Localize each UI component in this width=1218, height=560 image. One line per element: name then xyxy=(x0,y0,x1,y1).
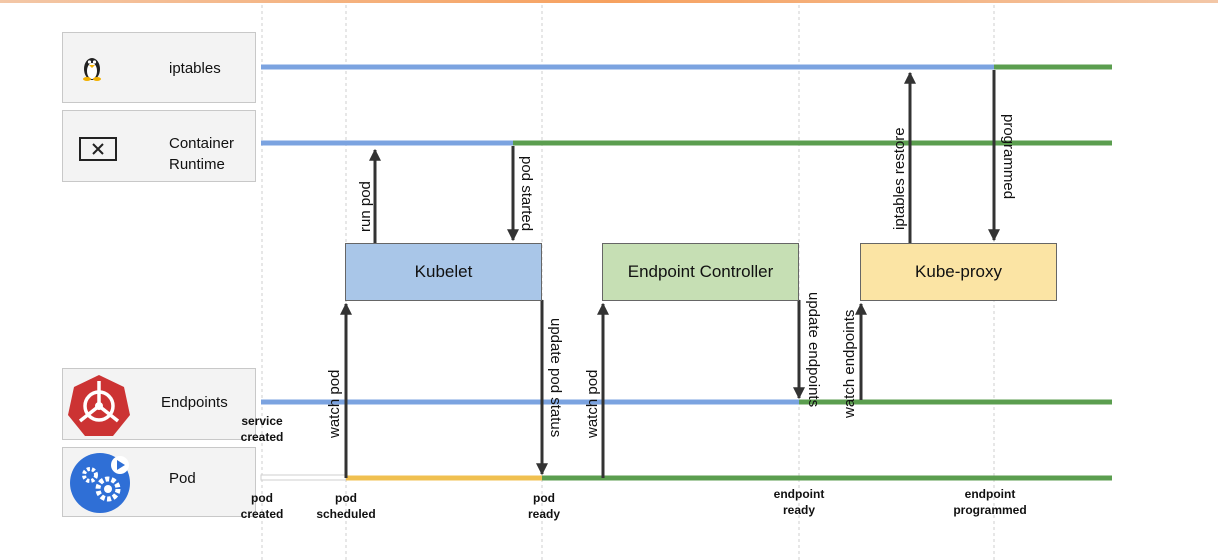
kubelet-box: Kubelet xyxy=(345,243,542,301)
row-iptables: iptables xyxy=(62,32,256,103)
kube-proxy-label: Kube-proxy xyxy=(915,262,1002,281)
event-pod-created-line1: pod xyxy=(251,491,273,505)
pod-started-label: pod started xyxy=(518,156,535,232)
row-label-runtime-line2: Runtime xyxy=(169,156,225,173)
pod-created-segment xyxy=(260,474,347,481)
row-endpoints: Endpoints xyxy=(62,368,256,440)
row-pod: Pod xyxy=(62,447,256,517)
event-endpoint-programmed-line2: programmed xyxy=(953,503,1027,517)
update-endpoints-label: update endpoints xyxy=(805,292,822,408)
event-endpoint-ready-line2: ready xyxy=(782,503,816,517)
row-label-endpoints: Endpoints xyxy=(161,394,228,411)
state-lines xyxy=(260,64,1112,481)
event-pod-scheduled: pod scheduled xyxy=(286,490,406,522)
row-label-pod: Pod xyxy=(169,470,196,487)
row-container-runtime: Container Runtime xyxy=(62,110,256,182)
event-endpoint-ready: endpoint ready xyxy=(739,486,859,518)
event-pod-created-line2: created xyxy=(240,507,284,521)
event-endpoint-programmed: endpoint programmed xyxy=(930,486,1050,518)
watch-endpoints-label: watch endpoints xyxy=(841,309,858,418)
linux-penguin-icon xyxy=(83,58,101,81)
event-pod-scheduled-line2: scheduled xyxy=(316,507,376,521)
event-pod-scheduled-line1: pod xyxy=(335,491,357,505)
event-service-created-line1: service xyxy=(241,414,283,428)
programmed-label: programmed xyxy=(1000,114,1017,200)
event-pod-ready-line1: pod xyxy=(533,491,555,505)
iptables-restore-label: iptables restore xyxy=(891,127,908,230)
event-pod-ready: pod ready xyxy=(484,490,604,522)
event-endpoint-programmed-line1: endpoint xyxy=(964,487,1016,501)
kubernetes-endpoints-icon xyxy=(68,375,130,436)
kubelet-label: Kubelet xyxy=(414,262,473,281)
update-pod-status-label: update pod status xyxy=(547,318,564,438)
run-pod-label: run pod xyxy=(357,181,374,232)
endpoint-controller-label: Endpoint Controller xyxy=(627,262,774,281)
kube-proxy-box: Kube-proxy xyxy=(860,243,1057,301)
event-service-created-line2: created xyxy=(240,430,284,444)
pod-gears-icon xyxy=(70,453,130,513)
event-pod-created: pod created xyxy=(202,490,322,522)
endpoint-controller-box: Endpoint Controller xyxy=(602,243,799,301)
arrows xyxy=(340,70,1000,478)
row-label-runtime-line1: Container xyxy=(169,135,235,152)
watch-pod-label-2: watch pod xyxy=(584,369,601,438)
container-x-icon xyxy=(79,137,117,161)
watch-pod-label-1: watch pod xyxy=(326,369,343,438)
row-label-iptables: iptables xyxy=(169,60,221,77)
event-service-created: service created xyxy=(202,413,322,445)
event-endpoint-ready-line1: endpoint xyxy=(773,487,825,501)
event-pod-ready-line2: ready xyxy=(527,507,561,521)
top-accent-strip xyxy=(0,0,1218,3)
